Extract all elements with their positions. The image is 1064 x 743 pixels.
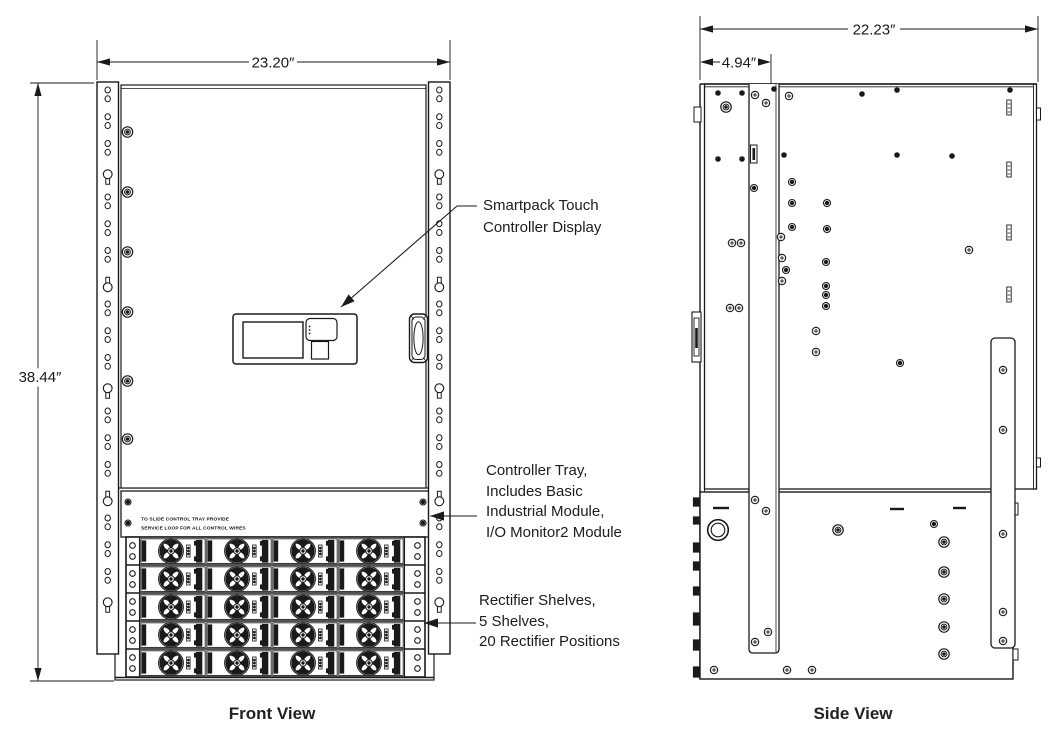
side-bracket bbox=[990, 337, 1016, 649]
display-screen bbox=[242, 321, 304, 359]
flange-latch bbox=[691, 311, 702, 363]
callout-tray-line: Industrial Module, bbox=[486, 503, 605, 520]
controller-display bbox=[232, 313, 358, 365]
side-view: 22.23″ 4.94″ bbox=[691, 16, 1041, 680]
callout-tray: Controller Tray, Includes Basic Industri… bbox=[486, 461, 622, 543]
side-slots bbox=[713, 506, 966, 511]
callout-display-line: Smartpack Touch bbox=[483, 197, 599, 214]
callout-shelves: Rectifier Shelves, 5 Shelves, 20 Rectifi… bbox=[479, 591, 620, 653]
front-view-caption: Front View bbox=[228, 704, 316, 723]
display-usb-port bbox=[310, 340, 330, 360]
side-lower-box bbox=[699, 491, 1014, 680]
dim-front-width: 23.20″ bbox=[96, 40, 451, 80]
callout-tray-line: Includes Basic bbox=[486, 482, 583, 500]
side-panel-screws bbox=[709, 86, 1013, 675]
dim-side-front-depth: 4.94″ bbox=[711, 53, 772, 84]
leader-display bbox=[340, 205, 477, 308]
callout-shelves-line: 20 Rectifier Positions bbox=[479, 633, 620, 650]
callout-display: Smartpack Touch Controller Display bbox=[483, 195, 601, 239]
dim-front-height: 38.44″ bbox=[15, 82, 114, 682]
rail-mounting-holes bbox=[102, 86, 445, 613]
callout-shelves-line: 5 Shelves, bbox=[479, 612, 550, 630]
callout-display-line: Controller Display bbox=[483, 219, 602, 236]
callout-shelves-line: Rectifier Shelves, bbox=[479, 592, 596, 609]
arrowheads bbox=[34, 25, 1038, 681]
cable-entry-hole bbox=[706, 518, 730, 542]
dim-side-depth: 22.23″ bbox=[699, 16, 1039, 82]
front-height-label: 38.44″ bbox=[19, 369, 63, 386]
front-door-panel bbox=[120, 84, 427, 489]
front-view: TO SLIDE CONTROL TRAY PROVIDE SERVICE LO… bbox=[15, 40, 477, 682]
rectifier-shelves bbox=[125, 536, 426, 678]
tray-note-line1: TO SLIDE CONTROL TRAY PROVIDE bbox=[141, 517, 230, 523]
front-width-label: 23.20″ bbox=[252, 55, 296, 72]
side-vent-slots bbox=[692, 99, 1012, 678]
side-front-rail bbox=[748, 84, 780, 654]
side-view-caption: Side View bbox=[813, 704, 893, 723]
tray-note-line2: SERVICE LOOP FOR ALL CONTROL WIRES bbox=[141, 526, 246, 532]
callout-tray-line: I/O Monitor2 Module bbox=[486, 523, 622, 541]
front-panel-screws bbox=[121, 126, 427, 527]
controller-tray: TO SLIDE CONTROL TRAY PROVIDE SERVICE LO… bbox=[120, 490, 430, 538]
flange-tab bbox=[693, 106, 702, 123]
door-handle bbox=[408, 313, 429, 364]
callout-tray-line: Controller Tray, bbox=[486, 462, 588, 479]
side-depth-label: 22.23″ bbox=[853, 22, 897, 39]
side-front-depth-label: 4.94″ bbox=[722, 55, 757, 72]
display-button-panel bbox=[305, 317, 338, 342]
